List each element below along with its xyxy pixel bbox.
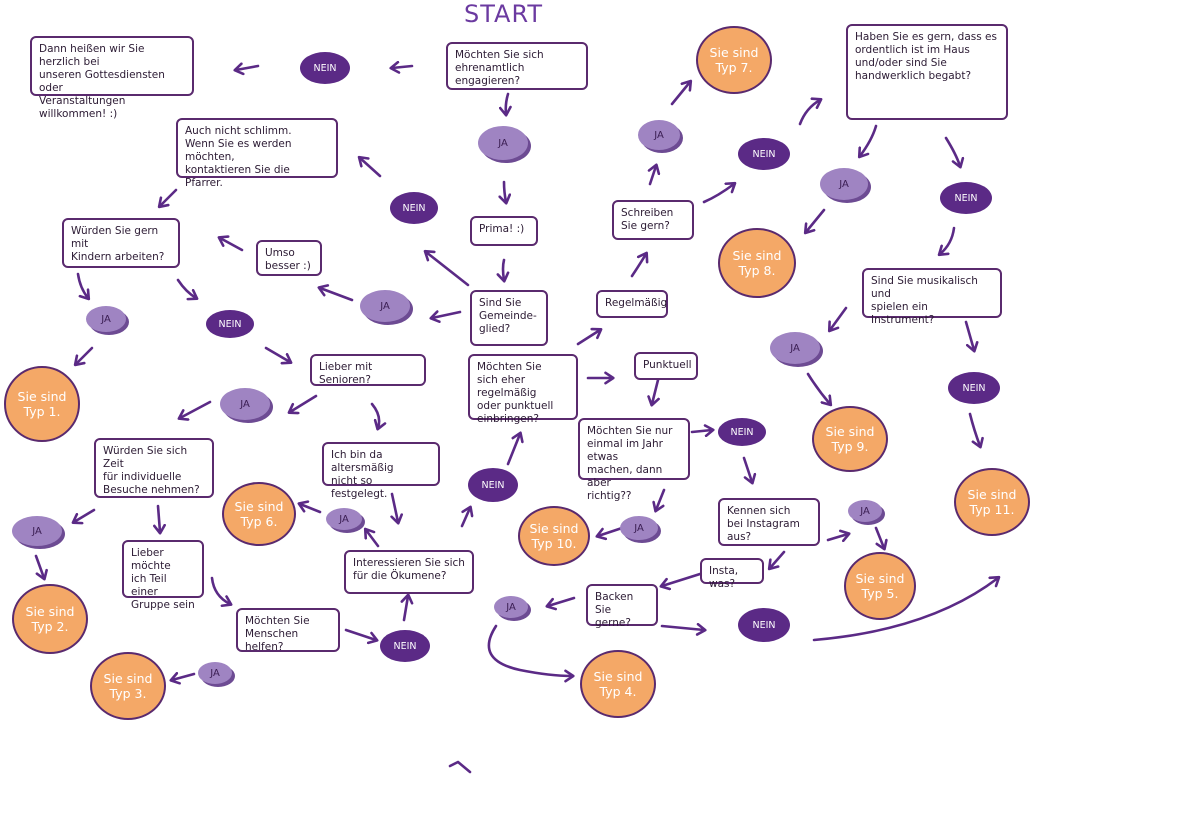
nein-bubble: NEIN — [390, 192, 438, 224]
question-kinder: Würden Sie gern mit Kindern arbeiten? — [62, 218, 180, 268]
ja-bubble: JA — [86, 306, 126, 332]
nein-bubble: NEIN — [738, 138, 790, 170]
ja-bubble: JA — [478, 126, 528, 160]
question-gruppe: Lieber möchte ich Teil einer Gruppe sein — [122, 540, 204, 611]
nein-bubble: NEIN — [948, 372, 1000, 404]
type-circle-6: Sie sind Typ 6. — [222, 482, 296, 546]
question-insta-was: Insta, was? — [700, 558, 764, 590]
ja-bubble: JA — [770, 332, 820, 364]
type-circle-4: Sie sind Typ 4. — [580, 650, 656, 718]
ja-bubble: JA — [12, 516, 62, 546]
ja-bubble: JA — [198, 662, 232, 684]
nein-bubble: NEIN — [206, 310, 254, 338]
question-umso-besser: Umso besser :) — [256, 240, 322, 276]
question-helfen: Möchten Sie Menschen helfen? — [236, 608, 340, 653]
nein-bubble: NEIN — [718, 418, 766, 446]
nein-bubble: NEIN — [380, 630, 430, 662]
nein-bubble: NEIN — [468, 468, 518, 502]
question-besuche: Würden Sie sich Zeit für individuelle Be… — [94, 438, 214, 498]
question-haus: Haben Sie es gern, dass es ordentlich is… — [846, 24, 1008, 120]
ja-bubble: JA — [326, 508, 362, 530]
question-prima: Prima! :) — [470, 216, 538, 246]
ja-bubble: JA — [494, 596, 528, 618]
ja-bubble: JA — [638, 120, 680, 150]
question-alter: Ich bin da altersmäßig nicht so festgele… — [322, 442, 440, 500]
type-circle-10: Sie sind Typ 10. — [518, 506, 590, 566]
nein-bubble: NEIN — [940, 182, 992, 214]
question-oekumene: Interessieren Sie sich für die Ökumene? — [344, 550, 474, 594]
type-circle-9: Sie sind Typ 9. — [812, 406, 888, 472]
nein-bubble: NEIN — [738, 608, 790, 642]
question-regelmaessig: Regelmäßig — [596, 290, 668, 318]
question-punktuell: Punktuell — [634, 352, 698, 380]
type-circle-7: Sie sind Typ 7. — [696, 26, 772, 94]
type-circle-1: Sie sind Typ 1. — [4, 366, 80, 442]
question-gemeindeglied: Sind Sie Gemeinde- glied? — [470, 290, 548, 346]
question-einmal-jahr: Möchten Sie nur einmal im Jahr etwas mac… — [578, 418, 690, 502]
question-musik: Sind Sie musikalisch und spielen ein Ins… — [862, 268, 1002, 326]
ja-bubble: JA — [848, 500, 882, 522]
ja-bubble: JA — [820, 168, 868, 200]
type-circle-2: Sie sind Typ 2. — [12, 584, 88, 654]
type-circle-8: Sie sind Typ 8. — [718, 228, 796, 298]
ja-bubble: JA — [620, 516, 658, 540]
start-label: START — [464, 0, 544, 28]
ja-bubble: JA — [220, 388, 270, 420]
question-willkommen: Dann heißen wir Sie herzlich bei unseren… — [30, 36, 194, 120]
type-circle-5: Sie sind Typ 5. — [844, 552, 916, 620]
question-senioren: Lieber mit Senioren? — [310, 354, 426, 386]
question-instagram: Kennen sich bei Instagram aus? — [718, 498, 820, 546]
ja-bubble: JA — [360, 290, 410, 322]
question-regelmaessig-punktuell: Möchten Sie sich eher regelmäßig oder pu… — [468, 354, 578, 425]
type-circle-3: Sie sind Typ 3. — [90, 652, 166, 720]
question-ehrenamt: Möchten Sie sich ehrenamtlich engagieren… — [446, 42, 588, 90]
question-schreiben: Schreiben Sie gern? — [612, 200, 694, 240]
question-nicht-schlimm: Auch nicht schlimm. Wenn Sie es werden m… — [176, 118, 338, 189]
type-circle-11: Sie sind Typ 11. — [954, 468, 1030, 536]
nein-bubble: NEIN — [300, 52, 350, 84]
question-backen: Backen Sie gerne? — [586, 584, 658, 629]
